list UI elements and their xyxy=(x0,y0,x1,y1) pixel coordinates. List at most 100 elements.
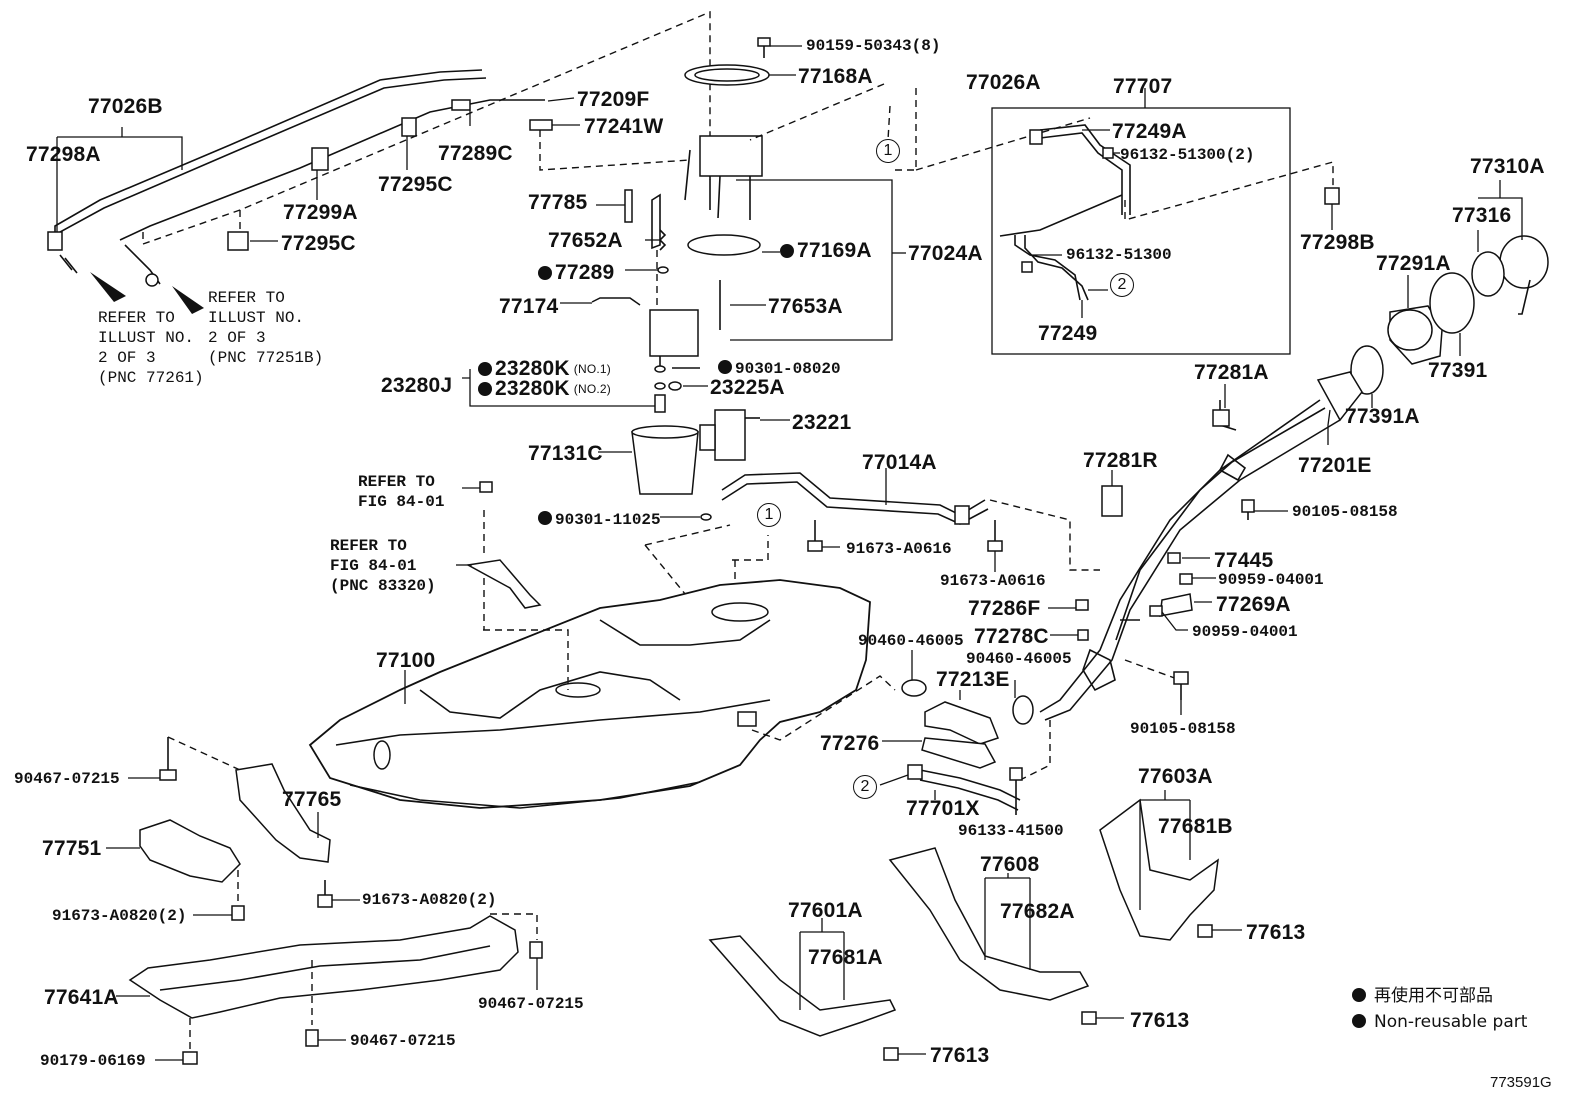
fuel-tube-77026B xyxy=(47,69,553,287)
part-label-77131C: 77131C xyxy=(528,442,603,465)
fuel-pump-assembly xyxy=(649,135,763,372)
part-label-77289: 77289 xyxy=(538,262,614,283)
connector-2-top: 2 xyxy=(1110,273,1134,297)
part-label-77316: 77316 xyxy=(1452,204,1512,227)
part-label-77613-b: 77613 xyxy=(1130,1009,1190,1032)
strap-77608 xyxy=(888,847,1090,1001)
part-label-77445: 77445 xyxy=(1214,549,1274,572)
connector-2-bottom: 2 xyxy=(853,775,877,799)
part-label-77278C: 77278C xyxy=(974,625,1049,648)
legend-non-reusable-en: Non-reusable part xyxy=(1352,1014,1527,1031)
protector-77751 xyxy=(139,819,241,883)
part-label-23225A: 23225A xyxy=(710,376,785,399)
bolt-90159 xyxy=(757,37,771,58)
part-label-77169A: 77169A xyxy=(780,240,872,261)
fuel-cap-77310A xyxy=(1471,235,1549,315)
part-label-77014A: 77014A xyxy=(862,451,937,474)
part-label-23221: 23221 xyxy=(792,411,852,434)
part-label-77024A: 77024A xyxy=(908,242,983,265)
part-label-77100: 77100 xyxy=(376,649,436,672)
part-label-77652A: 77652A xyxy=(548,229,623,252)
hose-77701X xyxy=(907,764,1021,811)
connector-1-top: 1 xyxy=(876,139,900,163)
part-label-77391A: 77391A xyxy=(1345,405,1420,428)
part-label-77295C-bottom: 77295C xyxy=(281,232,356,255)
connector-1-tank: 1 xyxy=(757,503,781,527)
legend-non-reusable-jp: 再使用不可部品 xyxy=(1352,988,1493,1005)
part-label-90467-07215-a: 90467-07215 xyxy=(14,770,120,788)
part-label-91673-A0820-a: 91673-A0820(2) xyxy=(52,907,187,925)
part-label-77682A: 77682A xyxy=(1000,900,1075,923)
hose-77213E xyxy=(901,679,1034,745)
part-label-90460-46005-a: 90460-46005 xyxy=(858,632,964,650)
part-label-90301-11025: 90301-11025 xyxy=(538,511,661,528)
reference-illust-77261: REFER TO ILLUST NO. 2 OF 3 (PNC 77261) xyxy=(98,309,204,387)
part-label-91673-A0616-a: 91673-A0616 xyxy=(846,540,952,558)
bracket-77765 xyxy=(235,763,331,863)
reference-illust-77251B: REFER TO ILLUST NO. 2 OF 3 (PNC 77251B) xyxy=(208,289,324,367)
part-label-90105-08158-a: 90105-08158 xyxy=(1292,503,1398,521)
part-label-23280K-no2: 23280K(NO.2) xyxy=(478,378,611,399)
part-label-77276: 77276 xyxy=(820,732,880,755)
part-label-77269A: 77269A xyxy=(1216,593,1291,616)
part-label-90105-08158-b: 90105-08158 xyxy=(1130,720,1236,738)
part-label-90301-08020: 90301-08020 xyxy=(718,360,841,377)
part-label-77603A: 77603A xyxy=(1138,765,1213,788)
part-label-77391: 77391 xyxy=(1428,359,1488,382)
part-label-77295C-top: 77295C xyxy=(378,173,453,196)
part-label-23280J: 23280J xyxy=(381,374,453,397)
part-label-90467-07215-b: 90467-07215 xyxy=(478,995,584,1013)
part-label-77681A: 77681A xyxy=(808,946,883,969)
part-label-77209F: 77209F xyxy=(577,88,650,111)
strap-77601A xyxy=(708,935,897,1037)
part-label-77613-c: 77613 xyxy=(930,1044,990,1067)
part-label-90959-04001-a: 90959-04001 xyxy=(1218,571,1324,589)
part-label-77613-a: 77613 xyxy=(1246,921,1306,944)
part-label-90460-46005-b: 90460-46005 xyxy=(966,650,1072,668)
part-label-90467-07215-c: 90467-07215 xyxy=(350,1032,456,1050)
part-label-77291A: 77291A xyxy=(1376,252,1451,275)
part-label-77289C: 77289C xyxy=(438,142,513,165)
part-label-77281A: 77281A xyxy=(1194,361,1269,384)
part-label-77298B: 77298B xyxy=(1300,231,1375,254)
pump-gasket-77168A xyxy=(684,64,770,86)
part-label-77249A: 77249A xyxy=(1112,120,1187,143)
part-label-91673-A0820-b: 91673-A0820(2) xyxy=(362,891,497,909)
arrow-refer-1 xyxy=(90,272,126,302)
part-label-77026B: 77026B xyxy=(88,95,163,118)
reference-fig-84-01-a: REFER TO FIG 84-01 xyxy=(358,473,445,511)
part-label-77681B: 77681B xyxy=(1158,815,1233,838)
part-label-77310A: 77310A xyxy=(1470,155,1545,178)
part-label-77168A: 77168A xyxy=(798,65,873,88)
part-label-23280K-no1: 23280K(NO.1) xyxy=(478,358,611,379)
part-label-77174: 77174 xyxy=(499,295,559,318)
part-label-77213E: 77213E xyxy=(936,668,1010,691)
part-label-77601A: 77601A xyxy=(788,899,863,922)
strap-77603A xyxy=(1099,798,1219,941)
part-label-90159-50343: 90159-50343(8) xyxy=(806,37,941,55)
part-label-77281R: 77281R xyxy=(1083,449,1158,472)
part-label-77608: 77608 xyxy=(980,853,1040,876)
arrow-refer-2 xyxy=(172,286,204,314)
fuel-pump-23221 xyxy=(699,409,760,461)
part-label-77751: 77751 xyxy=(42,837,102,860)
part-label-90959-04001-b: 90959-04001 xyxy=(1192,623,1298,641)
part-label-77765: 77765 xyxy=(282,788,342,811)
part-label-90179-06169: 90179-06169 xyxy=(40,1052,146,1070)
figure-number: 773591G xyxy=(1490,1074,1552,1091)
hose-77276 xyxy=(921,737,997,769)
part-label-77701X: 77701X xyxy=(906,797,980,820)
non-reusable-dot-icon xyxy=(1352,988,1366,1002)
part-label-77653A: 77653A xyxy=(768,295,843,318)
fuel-tank-77100 xyxy=(308,579,871,809)
under-cover-77641A xyxy=(128,915,519,1019)
part-label-77299A: 77299A xyxy=(283,201,358,224)
reference-fig-84-01-b: REFER TO FIG 84-01 (PNC 83320) xyxy=(330,537,436,595)
part-label-77249: 77249 xyxy=(1038,322,1098,345)
part-label-77707: 77707 xyxy=(1113,75,1173,98)
filler-neck-77291A xyxy=(1387,305,1443,365)
part-label-77286F: 77286F xyxy=(968,597,1041,620)
part-label-77241W: 77241W xyxy=(584,115,664,138)
non-reusable-dot-icon xyxy=(1352,1014,1366,1028)
